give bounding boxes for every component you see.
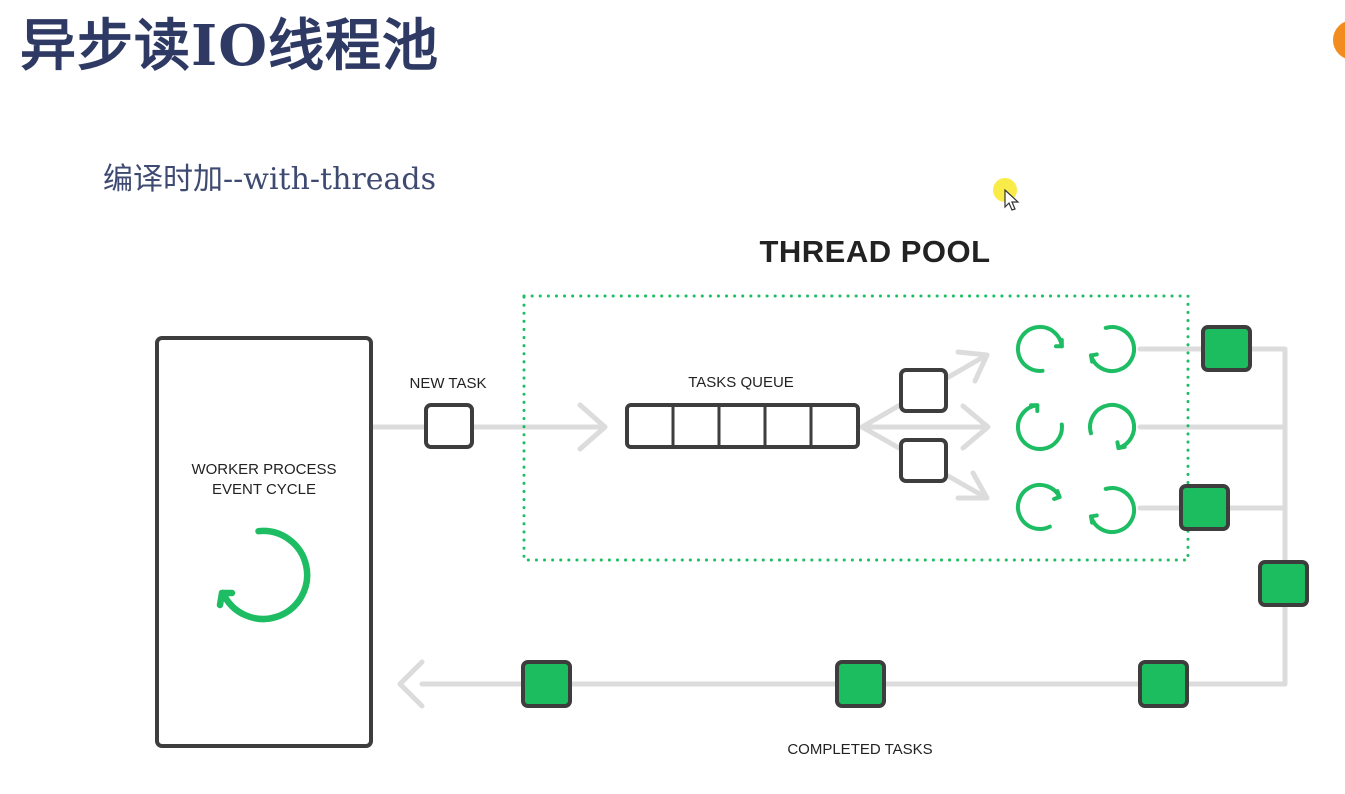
orange-corner-dot: [1333, 20, 1345, 60]
thread-pool-boundary: [522, 294, 1190, 562]
completed-task-box: [1179, 484, 1230, 531]
completed-task-box: [521, 660, 572, 708]
cycle-arrow-icon: [1084, 482, 1140, 538]
thread-row-3: [1009, 476, 1140, 538]
completed-task-box: [1258, 560, 1309, 607]
new-task-arrowhead: [577, 402, 608, 452]
compile-flag-subtitle: 编译时加--with-threads: [103, 162, 437, 197]
cycle-arrow-icon: [1009, 476, 1070, 538]
cycle-arrow-icon: [1015, 403, 1064, 452]
worker-label-line1: WORKER PROCESS: [191, 461, 336, 478]
tasks-queue-label: TASKS QUEUE: [688, 374, 794, 391]
dispatched-task-box: [899, 438, 948, 483]
slide-title: 异步读IO线程池: [20, 13, 439, 79]
completed-tasks-label: COMPLETED TASKS: [787, 741, 932, 758]
cursor-icon: [1004, 189, 1020, 211]
new-task-box: [424, 403, 474, 449]
cycle-arrow-icon: [1015, 324, 1064, 373]
cycle-arrow-icon: [1084, 321, 1140, 377]
completed-return-path: [419, 346, 1288, 687]
completed-task-box: [1201, 325, 1252, 372]
tasks-queue: [625, 403, 860, 449]
worker-label-line2: EVENT CYCLE: [212, 481, 316, 498]
cycle-arrow-icon: [1084, 399, 1140, 455]
worker-process-box: [155, 336, 373, 748]
thread-row-2: [1015, 399, 1140, 455]
dispatched-task-box: [899, 368, 948, 413]
completed-task-box: [1138, 660, 1189, 708]
thread-row-1: [1015, 321, 1140, 377]
completed-arrowhead: [397, 659, 425, 709]
completed-task-box: [835, 660, 886, 708]
new-task-label: NEW TASK: [410, 375, 487, 392]
thread-pool-title: THREAD POOL: [759, 234, 990, 269]
